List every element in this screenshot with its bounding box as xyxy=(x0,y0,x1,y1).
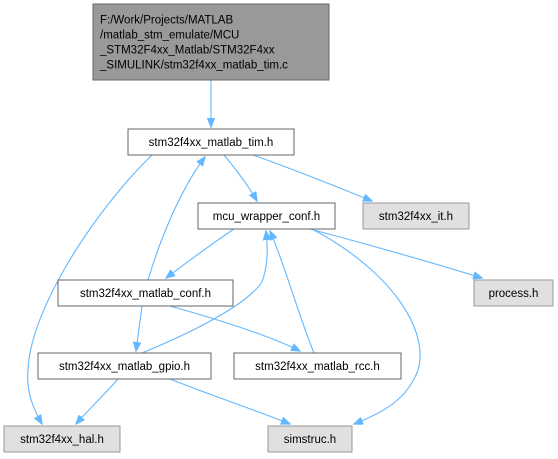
node-label: stm32f4xx_it.h xyxy=(379,211,453,223)
node-hal_h: stm32f4xx_hal.h xyxy=(3,425,121,453)
node-gpio_h[interactable]: stm32f4xx_matlab_gpio.h xyxy=(37,352,212,380)
node-label: _SIMULINK/stm32f4xx_matlab_tim.c xyxy=(99,60,288,72)
edge-tim_h-to-wrapper xyxy=(223,154,257,201)
edge-wrapper-to-process xyxy=(309,228,482,278)
node-label: stm32f4xx_matlab_tim.h xyxy=(149,137,274,149)
node-label: stm32f4xx_matlab_gpio.h xyxy=(59,361,190,373)
edge-rcc_h-to-wrapper xyxy=(270,231,315,354)
node-box xyxy=(92,3,330,81)
edge-gpio_h-to-wrapper xyxy=(141,231,267,354)
node-label: mcu_wrapper_conf.h xyxy=(213,211,320,223)
node-box xyxy=(362,202,470,230)
node-label: stm32f4xx_matlab_conf.h xyxy=(80,288,211,300)
node-tim_c: F:/Work/Projects/MATLAB/matlab_stm_emula… xyxy=(92,3,330,81)
node-box xyxy=(233,352,402,380)
node-process: process.h xyxy=(473,279,554,307)
node-box xyxy=(57,279,234,307)
node-it_h: stm32f4xx_it.h xyxy=(362,202,470,230)
node-label: process.h xyxy=(489,288,539,300)
edge-gpio_h-to-simstruc xyxy=(169,378,290,424)
edge-tim_h-to-hal_h xyxy=(27,154,153,424)
node-box xyxy=(127,128,295,156)
node-box xyxy=(267,425,353,453)
node-box xyxy=(197,202,336,230)
node-rcc_h[interactable]: stm32f4xx_matlab_rcc.h xyxy=(233,352,402,380)
edge-conf_h-to-rcc_h xyxy=(169,305,300,351)
edge-wrapper-to-simstruc xyxy=(311,228,421,424)
node-box xyxy=(37,352,212,380)
node-label: simstruc.h xyxy=(284,434,336,446)
node-label: _STM32F4xx_Matlab/STM32F4xx xyxy=(99,45,275,57)
node-conf_h[interactable]: stm32f4xx_matlab_conf.h xyxy=(57,279,234,307)
node-label: F:/Work/Projects/MATLAB xyxy=(100,15,233,27)
nodes: F:/Work/Projects/MATLAB/matlab_stm_emula… xyxy=(3,3,554,453)
edge-wrapper-to-conf_h xyxy=(166,228,235,278)
edge-conf_h-to-gpio_h xyxy=(136,305,143,351)
edge-gpio_h-to-hal_h xyxy=(76,378,119,424)
edge-conf_h-to-tim_h xyxy=(147,157,205,281)
node-label: /matlab_stm_emulate/MCU xyxy=(100,30,239,42)
edge-tim_h-to-it_h xyxy=(252,154,372,201)
node-label: stm32f4xx_hal.h xyxy=(20,434,104,446)
node-label: stm32f4xx_matlab_rcc.h xyxy=(255,361,380,373)
edges xyxy=(27,80,482,424)
node-box xyxy=(473,279,554,307)
node-wrapper[interactable]: mcu_wrapper_conf.h xyxy=(197,202,336,230)
node-simstruc: simstruc.h xyxy=(267,425,353,453)
node-box xyxy=(3,425,121,453)
node-tim_h[interactable]: stm32f4xx_matlab_tim.h xyxy=(127,128,295,156)
